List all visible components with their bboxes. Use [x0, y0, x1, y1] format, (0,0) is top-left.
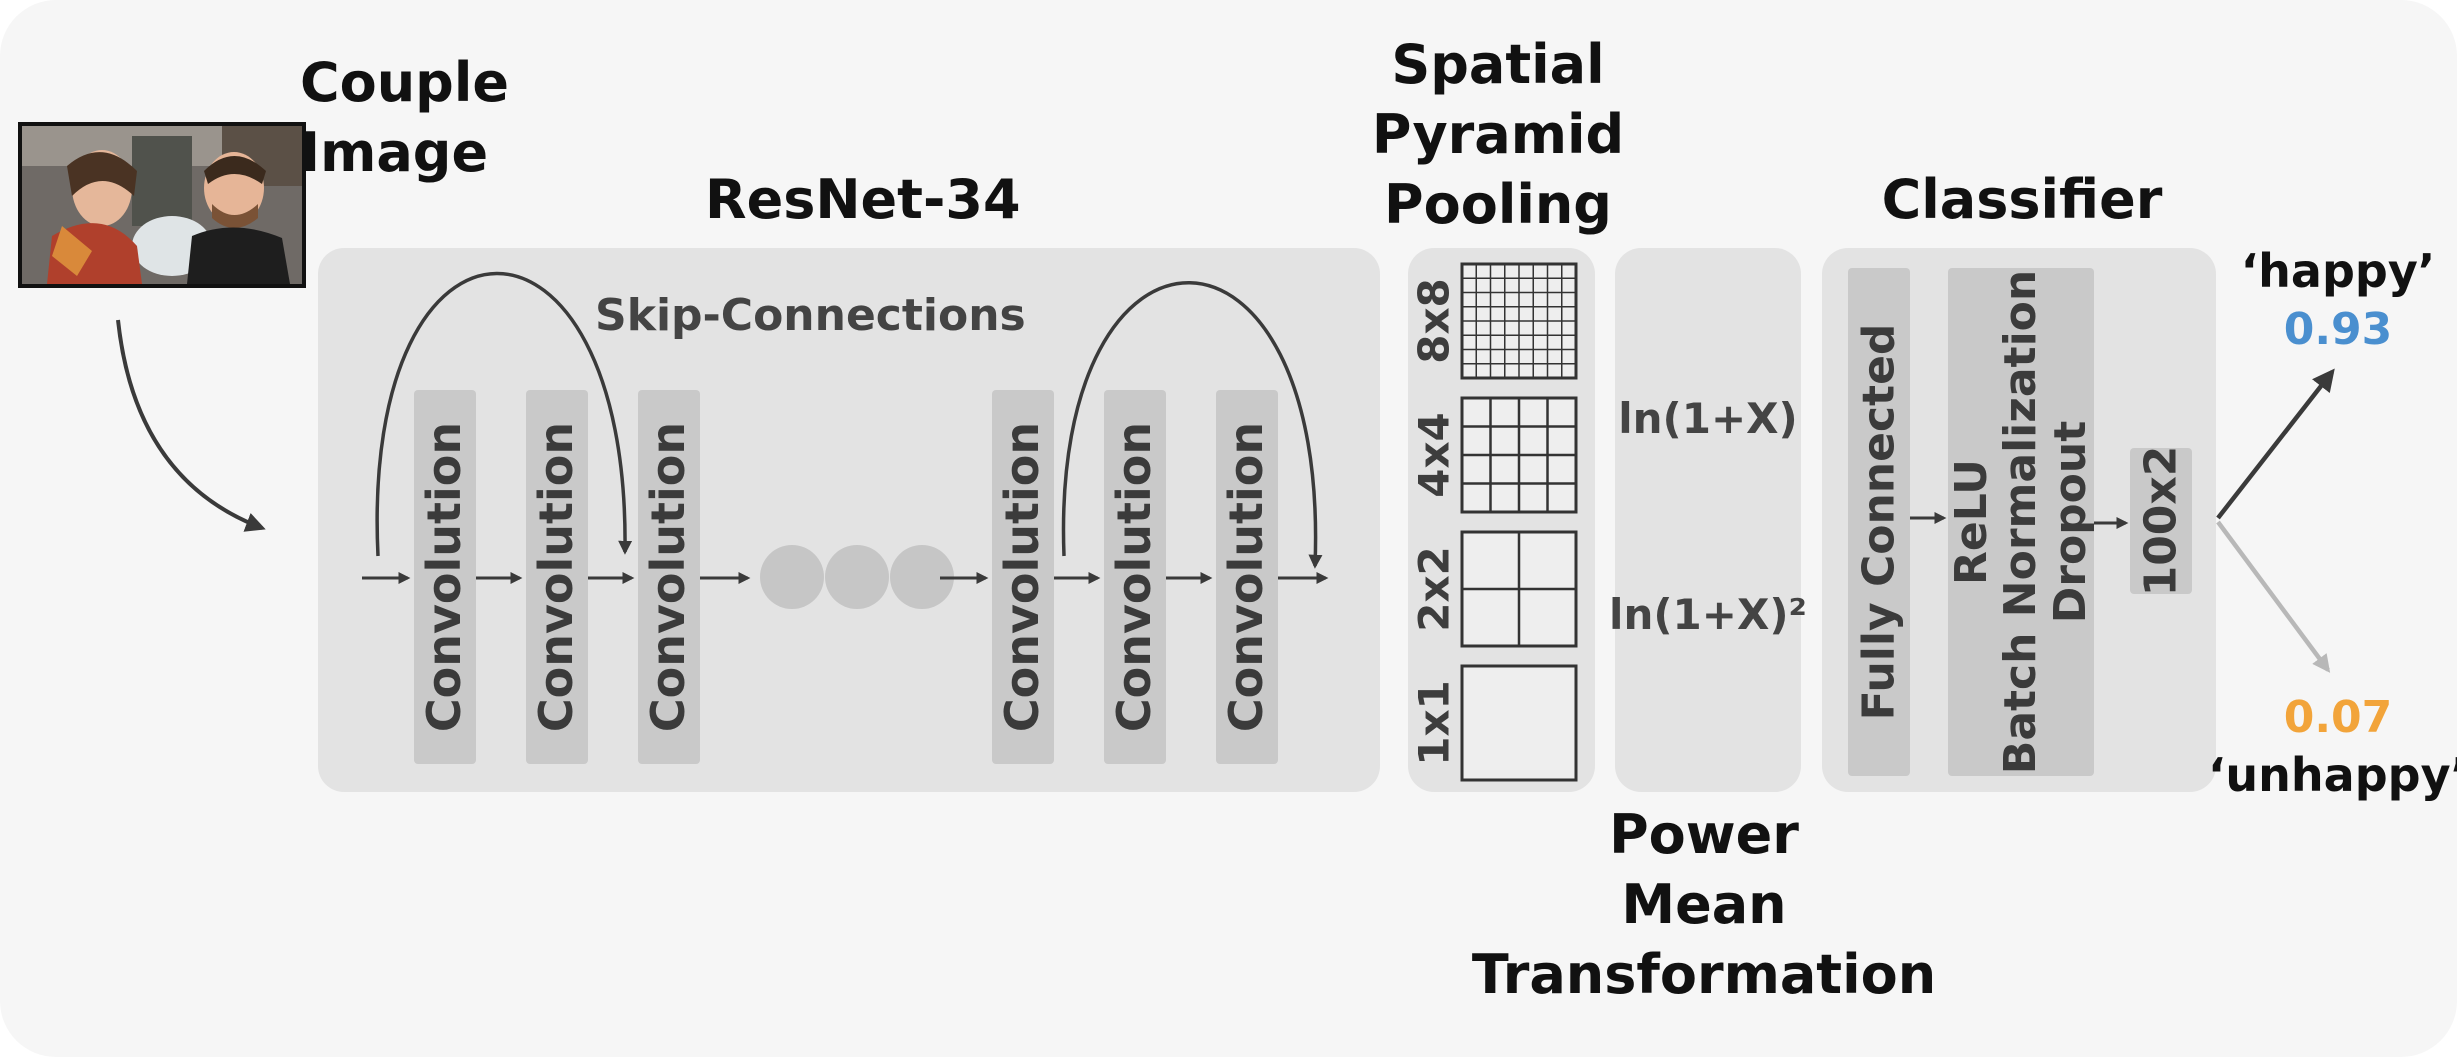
pooling-grid-8x8: [1460, 262, 1578, 380]
fully-connected-block: Fully Connected: [1848, 268, 1910, 776]
pooling-grid-4x4: [1460, 396, 1578, 514]
power-mean-panel: [1615, 248, 1801, 792]
couple-photo: [18, 122, 306, 288]
resnet-panel: [318, 248, 1380, 792]
skip-connection-arc: [375, 271, 633, 557]
skip-connections-label: Skip-Connections: [595, 290, 1026, 341]
input-title: Couple Image: [300, 51, 509, 185]
conv-layer-1: Convolution: [414, 390, 476, 764]
unhappy-score: 0.07: [2283, 692, 2393, 743]
conv-layer-4: Convolution: [992, 390, 1054, 764]
conv-layer-2: Convolution: [526, 390, 588, 764]
power-mean-title: Power Mean Transformation: [1471, 803, 1937, 1007]
pooling-grid-2x2: [1460, 530, 1578, 648]
spp-title: Spatial Pyramid Pooling: [1371, 33, 1625, 237]
ellipsis-dot: [825, 545, 889, 609]
pooling-grid-1x1: [1460, 664, 1578, 782]
happy-label: ‘happy’: [2240, 244, 2436, 298]
input-arrow: [116, 319, 266, 532]
ellipsis-dot: [760, 545, 824, 609]
skip-connection-arc: [1061, 281, 1323, 569]
bn-relu-dropout-block: ReLU Batch Normalization Dropout: [1946, 268, 2096, 776]
classifier-title: Classifier: [1881, 168, 2163, 231]
couple-photo-illustration: [22, 126, 302, 284]
conv-layer-6: Convolution: [1216, 390, 1278, 764]
happy-output-arrow: [2216, 368, 2335, 520]
happy-score: 0.93: [2283, 304, 2393, 355]
conv-layer-5: Convolution: [1104, 390, 1166, 764]
unhappy-label: ‘unhappy’: [2207, 748, 2457, 802]
formula-ln: ln(1+X): [1618, 394, 1798, 443]
conv-layer-3: Convolution: [638, 390, 700, 764]
formula-ln-squared: ln(1+X)²: [1609, 590, 1807, 639]
unhappy-output-arrow: [2216, 520, 2331, 673]
resnet-title: ResNet-34: [705, 168, 1021, 231]
grid-border: [1460, 664, 1578, 782]
output-layer-block: 100x2: [2130, 446, 2192, 596]
